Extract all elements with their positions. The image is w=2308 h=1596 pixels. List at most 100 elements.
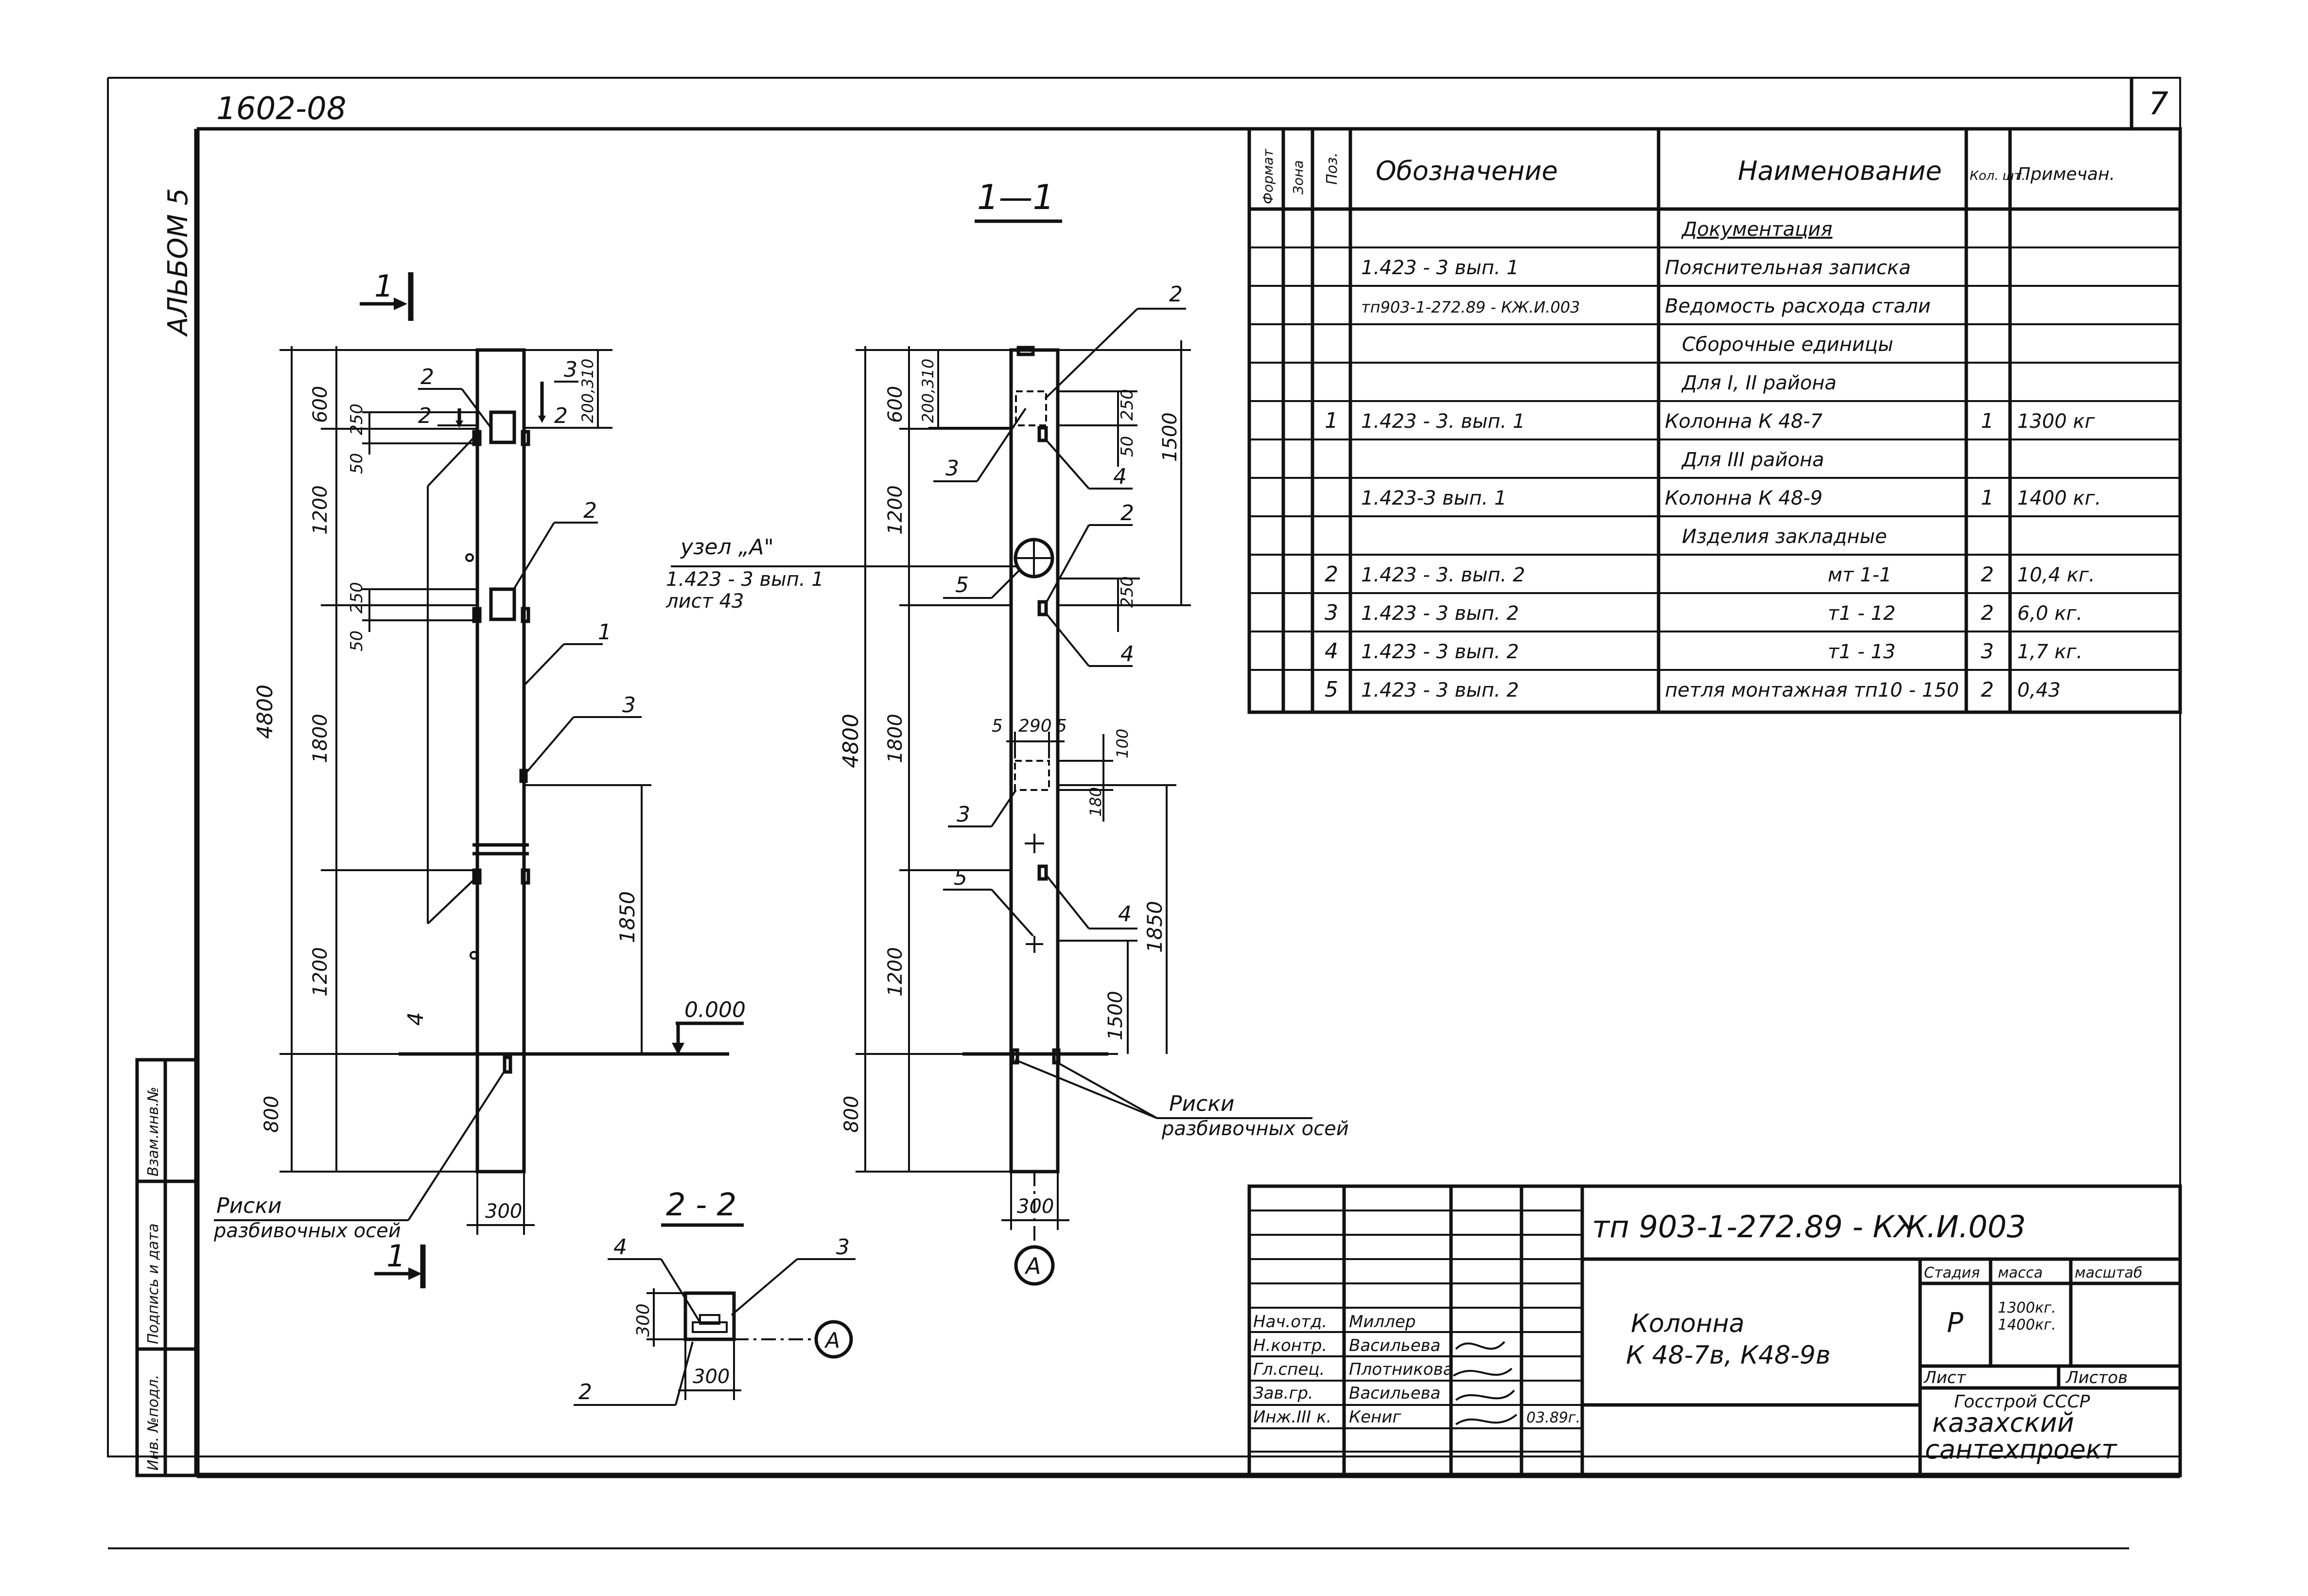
left-dim-250a: 250	[347, 403, 367, 435]
left-risks-1: Риски	[216, 1193, 282, 1218]
right-callout-5b: 5	[954, 865, 967, 890]
tb-role-5-name: Кениг	[1349, 1407, 1401, 1427]
hdr-zone: Зона	[1290, 160, 1306, 194]
right-dim-5a: 5	[992, 716, 1003, 736]
right-risks-2: разбивочных осей	[1161, 1118, 1349, 1140]
right-callout-4b: 4	[1120, 642, 1134, 666]
tb-role-2-name: Васильева	[1349, 1336, 1441, 1355]
stamp-sign-label: Подпись и дата	[145, 1224, 162, 1345]
hdr-pos: Поз.	[1324, 153, 1341, 185]
spec-row-11-note: 6,0 кг.	[2017, 602, 2082, 625]
right-callout-5a: 5	[955, 573, 969, 597]
right-risks-1: Риски	[1169, 1091, 1235, 1116]
spec-row-6-note: 1300 кг	[2017, 410, 2096, 433]
tb-object-2: К 48-7в, К48-9в	[1626, 1341, 1831, 1370]
right-dim-250b: 250	[1118, 576, 1137, 608]
tb-object-1: Колонна	[1631, 1309, 1745, 1338]
right-callout-4a: 4	[1113, 464, 1127, 489]
left-dim-250b: 250	[347, 582, 367, 614]
spec-row-12-code: 1.423 - 3 вып. 2	[1361, 641, 1519, 663]
left-dim-200-310: 200,310	[578, 359, 597, 423]
section-dim-300-h: 300	[693, 1366, 730, 1388]
left-callout-2c: 2	[554, 403, 568, 428]
spec-row-13-note: 0,43	[2017, 679, 2061, 702]
right-dim-200-310: 200,310	[919, 359, 937, 423]
spec-row-6-code: 1.423 - 3. вып. 1	[1361, 410, 1525, 433]
spec-row-5-name: Для I, II района	[1681, 372, 1836, 394]
right-dim-100: 100	[1113, 729, 1132, 758]
tb-org-1: Госстрой СССР	[1954, 1392, 2090, 1412]
section-callout-4: 4	[613, 1235, 627, 1260]
section-mark-bottom: 1	[386, 1238, 405, 1274]
right-dim-1200a: 1200	[884, 485, 907, 535]
spec-row-10-qty: 2	[1981, 562, 1994, 586]
tb-role-1-role: Нач.отд.	[1253, 1312, 1327, 1332]
tb-mass-1: 1300кг.	[1998, 1299, 2056, 1316]
left-risks-2: разбивочных осей	[213, 1220, 401, 1242]
tb-scale-label: масштаб	[2075, 1264, 2142, 1281]
right-callout-4c: 4	[1118, 902, 1132, 927]
right-axis-a: А	[1024, 1253, 1041, 1279]
spec-row-2-name: Пояснительная записка	[1665, 257, 1911, 279]
left-dim-4800: 4800	[253, 684, 278, 739]
embedded-part-2-mid	[489, 587, 516, 621]
title-block: тп 903-1-272.89 - КЖ.И.003 Колонна К 48-…	[1247, 1184, 2182, 1477]
side-stamp: Инв. №подл. Подпись и дата Взам.инв.№	[135, 1058, 199, 1477]
spec-row-8-note: 1400 кг.	[2017, 487, 2101, 509]
right-callout-2b: 2	[1120, 501, 1134, 526]
right-dim-250: 250	[1118, 389, 1137, 421]
tb-role-4-role: Зав.гр.	[1253, 1384, 1313, 1403]
spec-row-10-name: мт 1-1	[1828, 564, 1892, 586]
tb-role-5-role: Инж.III к.	[1253, 1407, 1331, 1427]
spec-row-11-name: т1 - 12	[1828, 602, 1896, 625]
section-title-2-2: 2 - 2	[666, 1187, 736, 1223]
spec-row-12-pos: 4	[1325, 639, 1338, 664]
right-dim-180: 180	[1086, 787, 1105, 817]
left-dim-50b: 50	[347, 631, 367, 651]
right-dim-1200b: 1200	[884, 947, 907, 997]
hdr-note: Примечан.	[2017, 164, 2115, 184]
spec-row-3-code: тп903-1-272.89 - КЖ.И.003	[1361, 298, 1580, 316]
left-dim-800: 800	[261, 1096, 283, 1133]
left-dim-1200b: 1200	[309, 947, 332, 997]
right-dim-800: 800	[840, 1096, 863, 1133]
tb-role-1-name: Миллер	[1349, 1312, 1416, 1332]
spec-row-11-code: 1.423 - 3 вып. 2	[1361, 602, 1519, 625]
right-dim-1500: 1500	[1104, 991, 1127, 1040]
left-dim-1200a: 1200	[309, 485, 332, 535]
section-callout-3: 3	[836, 1235, 850, 1260]
stamp-replace-label: Взам.инв.№	[145, 1087, 162, 1176]
left-callout-4: 4	[403, 1012, 428, 1026]
right-dim-5b: 5	[1056, 716, 1067, 736]
right-view: 1—1 4800 600 1200 1800 1200 8	[665, 177, 1349, 1286]
album-label: АЛЬБОМ 5	[162, 188, 194, 337]
left-callout-3b: 3	[622, 693, 636, 718]
right-dim-600: 600	[884, 386, 907, 423]
left-callout-2a: 2	[420, 365, 434, 389]
spec-row-4-name: Сборочные единицы	[1682, 333, 1893, 356]
spec-row-12-note: 1,7 кг.	[2017, 641, 2082, 663]
spec-row-7-name: Для III района	[1681, 449, 1824, 471]
tb-sheets-label: Листов	[2065, 1368, 2128, 1387]
tb-role-3-name: Плотникова	[1349, 1360, 1453, 1379]
right-axis-a-circle	[1014, 1245, 1055, 1286]
hdr-designation: Обозначение	[1376, 156, 1558, 186]
right-callout-2a: 2	[1169, 282, 1183, 307]
tb-mass-label: масса	[1998, 1264, 2043, 1281]
left-dim-300: 300	[485, 1200, 522, 1223]
section-dim-300-v: 300	[633, 1303, 653, 1337]
spec-row-1-name: Документация	[1681, 218, 1833, 241]
tb-org-2: казахский	[1932, 1407, 2074, 1438]
stamp-inv-label: Инв. №подл.	[145, 1375, 162, 1471]
hdr-format: Формат	[1260, 149, 1276, 204]
hdr-name: Наименование	[1738, 156, 1942, 186]
tb-stage: Р	[1947, 1307, 1963, 1339]
left-level-0000: 0.000	[684, 998, 746, 1022]
tb-role-4-name: Васильева	[1349, 1384, 1441, 1403]
section-callout-2: 2	[578, 1380, 592, 1404]
right-dim-300: 300	[1017, 1195, 1054, 1218]
left-view: 1 1 4800 600 1200	[213, 268, 746, 1288]
spec-table: Формат Зона Поз. Обозначение Наименовани…	[1247, 127, 2182, 714]
right-callout-3b: 3	[957, 802, 970, 827]
